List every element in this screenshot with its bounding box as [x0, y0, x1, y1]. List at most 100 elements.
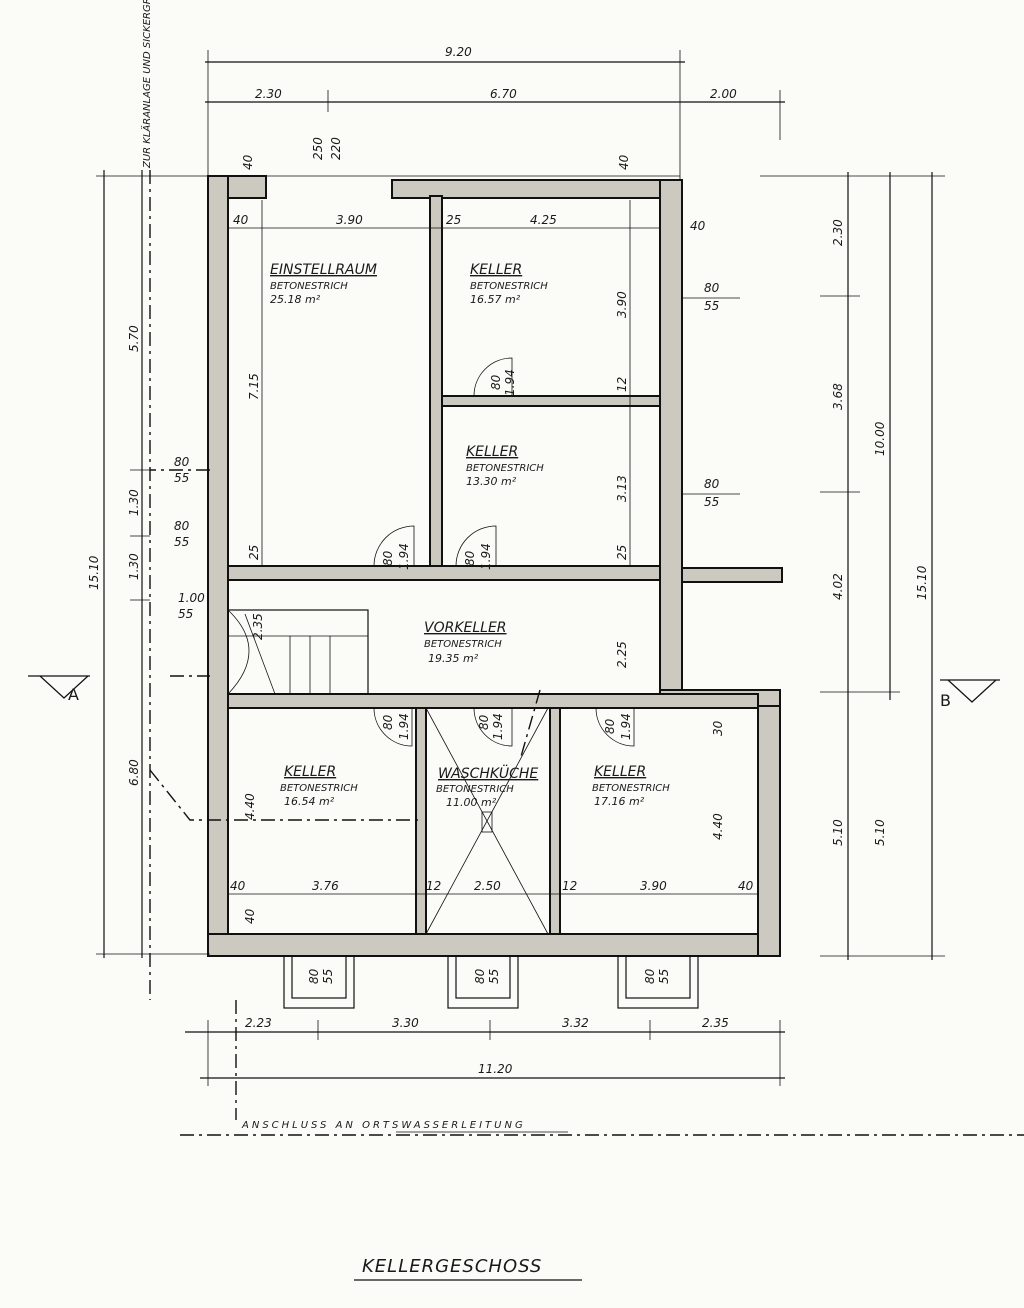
svg-text:2.25: 2.25	[615, 641, 629, 668]
svg-text:KELLER: KELLER	[594, 764, 646, 780]
svg-text:40: 40	[738, 879, 754, 893]
right-dimensions: 2.30 3.68 4.02 5.10 5.10 10.00 15.10	[760, 172, 945, 960]
svg-text:1.94: 1.94	[397, 713, 411, 740]
svg-text:3.90: 3.90	[640, 879, 667, 893]
svg-text:12: 12	[615, 377, 629, 392]
svg-text:25: 25	[615, 545, 629, 560]
svg-text:40: 40	[690, 219, 706, 233]
svg-text:1.30: 1.30	[127, 553, 141, 580]
svg-text:55: 55	[178, 607, 193, 621]
light-wells	[283, 955, 699, 1009]
svg-text:55: 55	[174, 535, 189, 549]
svg-text:3.90: 3.90	[615, 291, 629, 318]
svg-text:12: 12	[426, 879, 441, 893]
svg-text:80: 80	[307, 968, 321, 984]
svg-text:80: 80	[174, 519, 190, 533]
svg-text:55: 55	[704, 299, 719, 313]
interior-dimensions: 40 3.90 25 4.25 40 7.15 3.90 12 3.13 25 …	[228, 200, 758, 924]
svg-text:2.23: 2.23	[245, 1016, 272, 1030]
svg-text:15.10: 15.10	[87, 555, 101, 590]
svg-text:55: 55	[704, 495, 719, 509]
svg-text:80: 80	[603, 718, 617, 734]
svg-text:VORKELLER: VORKELLER	[424, 620, 507, 636]
svg-text:1.94: 1.94	[619, 713, 633, 740]
svg-text:KELLER: KELLER	[466, 444, 518, 460]
svg-text:25: 25	[247, 545, 261, 560]
dim-top-seg2: 6.70	[490, 87, 517, 101]
svg-text:3.68: 3.68	[831, 383, 845, 410]
left-dimensions: 5.70 1.30 1.30 6.80 15.10	[87, 170, 210, 958]
svg-text:EINSTELLRAUM: EINSTELLRAUM	[270, 262, 377, 278]
svg-text:16.57 m²: 16.57 m²	[470, 293, 521, 306]
doors	[373, 357, 635, 747]
svg-text:11.20: 11.20	[478, 1062, 513, 1076]
svg-text:1.30: 1.30	[127, 489, 141, 516]
dim-top-seg1: 2.30	[255, 87, 282, 101]
room-einstellraum: EINSTELLRAUM BETONESTRICH 25.18 m²	[270, 262, 377, 306]
svg-text:40: 40	[230, 879, 246, 893]
svg-text:15.10: 15.10	[915, 565, 929, 600]
dim-top-seg3: 2.00	[710, 87, 737, 101]
svg-text:3.13: 3.13	[615, 475, 629, 502]
svg-text:4.25: 4.25	[530, 213, 557, 227]
svg-text:55: 55	[487, 969, 501, 984]
room-keller-2: KELLER BETONESTRICH 13.30 m²	[466, 444, 544, 488]
svg-text:3.76: 3.76	[312, 879, 339, 893]
svg-text:A: A	[68, 685, 79, 704]
svg-text:55: 55	[174, 471, 189, 485]
svg-text:6.80: 6.80	[127, 759, 141, 786]
bottom-dimensions: 2.23 3.30 3.32 2.35 11.20	[185, 1016, 785, 1086]
room-keller-1: KELLER BETONESTRICH 16.57 m²	[470, 262, 548, 306]
svg-text:80: 80	[174, 455, 190, 469]
svg-text:3.30: 3.30	[392, 1016, 419, 1030]
room-keller-3: KELLER BETONESTRICH 16.54 m²	[280, 764, 358, 808]
opening-dimensions: 80 55 80 55 80 55 80 55 1.00 55 2.35 80 …	[174, 281, 740, 984]
svg-text:2.50: 2.50	[474, 879, 501, 893]
svg-text:5.70: 5.70	[127, 325, 141, 352]
svg-text:BETONESTRICH: BETONESTRICH	[466, 463, 544, 474]
svg-text:80: 80	[643, 968, 657, 984]
svg-text:3.32: 3.32	[562, 1016, 589, 1030]
svg-text:BETONESTRICH: BETONESTRICH	[280, 783, 358, 794]
dim-t250: 250	[311, 137, 325, 160]
room-waschkueche: WASCHKÜCHE BETONESTRICH 11.00 m²	[436, 764, 538, 809]
svg-text:BETONESTRICH: BETONESTRICH	[470, 281, 548, 292]
svg-text:80: 80	[477, 714, 491, 730]
svg-text:4.40: 4.40	[711, 813, 725, 840]
room-keller-4: KELLER BETONESTRICH 17.16 m²	[592, 764, 670, 808]
svg-text:2.35: 2.35	[251, 613, 265, 640]
svg-text:55: 55	[657, 969, 671, 984]
svg-text:1.00: 1.00	[178, 591, 205, 605]
dim-t40a: 40	[241, 154, 255, 170]
svg-text:WASCHKÜCHE: WASCHKÜCHE	[438, 764, 538, 782]
svg-text:55: 55	[321, 969, 335, 984]
svg-text:KELLER: KELLER	[470, 262, 522, 278]
svg-text:3.90: 3.90	[336, 213, 363, 227]
svg-text:80: 80	[381, 550, 395, 566]
svg-text:5.10: 5.10	[873, 819, 887, 846]
svg-text:1.94: 1.94	[397, 543, 411, 570]
svg-text:80: 80	[704, 477, 720, 491]
svg-text:BETONESTRICH: BETONESTRICH	[270, 281, 348, 292]
svg-text:11.00 m²: 11.00 m²	[446, 796, 497, 809]
svg-text:19.35 m²: 19.35 m²	[428, 652, 479, 665]
svg-text:25.18 m²: 25.18 m²	[270, 293, 321, 306]
note-water: ANSCHLUSS AN ORTSWASSERLEITUNG	[241, 1120, 526, 1131]
svg-text:B: B	[940, 691, 951, 710]
svg-text:40: 40	[243, 908, 257, 924]
top-dimensions: 9.20 2.30 6.70 2.00	[205, 45, 785, 180]
svg-text:2.30: 2.30	[831, 219, 845, 246]
svg-text:13.30 m²: 13.30 m²	[466, 475, 517, 488]
svg-text:1.94: 1.94	[491, 713, 505, 740]
section-marker-b: B	[940, 679, 1000, 710]
svg-text:30: 30	[711, 720, 725, 736]
svg-text:10.00: 10.00	[873, 421, 887, 456]
svg-text:80: 80	[381, 714, 395, 730]
svg-text:80: 80	[704, 281, 720, 295]
staircase	[227, 609, 369, 695]
svg-text:4.02: 4.02	[831, 573, 845, 600]
svg-text:80: 80	[489, 374, 503, 390]
svg-text:2.35: 2.35	[702, 1016, 729, 1030]
svg-text:5.10: 5.10	[831, 819, 845, 846]
